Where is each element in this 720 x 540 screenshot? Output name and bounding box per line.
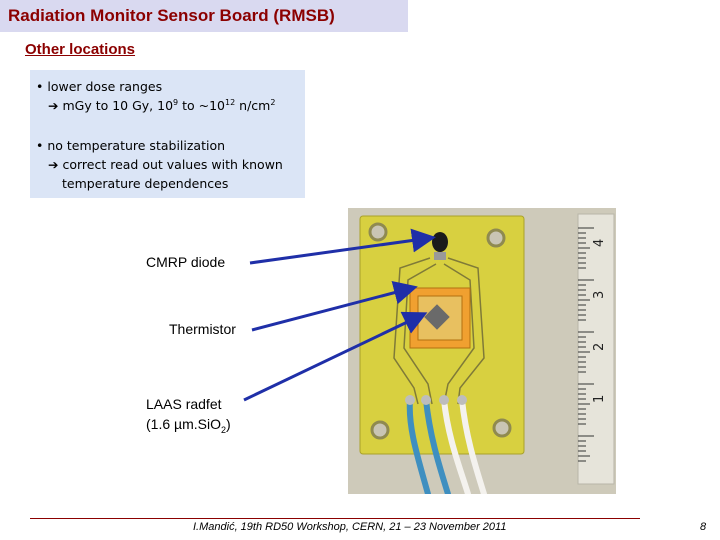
bullet-1: • lower dose ranges <box>36 79 163 94</box>
bullet-2-detail: ➔ correct read out values with known <box>48 157 283 172</box>
footer-citation: I.Mandić, 19th RD50 Workshop, CERN, 21 –… <box>193 521 507 533</box>
bullet-2: • no temperature stabilization <box>36 138 226 153</box>
subtitle: Other locations <box>25 41 136 58</box>
ruler-digit-2: 2 <box>592 343 607 351</box>
arrow-icon: ➔ <box>48 157 59 172</box>
arrow-icon: ➔ <box>48 98 59 113</box>
ruler-digit-3: 3 <box>592 291 607 299</box>
bullet-2-detail-cont: temperature dependences <box>62 176 229 191</box>
page-title: Radiation Monitor Sensor Board (RMSB) <box>8 6 335 25</box>
ruler-digit-4: 4 <box>592 239 607 247</box>
title-bar <box>0 0 408 32</box>
sensor-board-photo: 4 3 2 1 <box>348 208 616 494</box>
footer-rule <box>30 518 640 519</box>
label-radfet-oxide: (1.6 µm.SiO2) <box>146 416 231 435</box>
ruler-digit-1: 1 <box>592 395 607 403</box>
label-thermistor: Thermistor <box>169 321 236 337</box>
label-cmrp-diode: CMRP diode <box>146 254 226 270</box>
info-box <box>30 70 305 198</box>
page-number: 8 <box>700 521 707 533</box>
label-laas-radfet: LAAS radfet <box>146 396 222 412</box>
bullet-1-detail: ➔ mGy to 10 Gy, 109 to ~1012 n/cm2 <box>48 97 276 113</box>
